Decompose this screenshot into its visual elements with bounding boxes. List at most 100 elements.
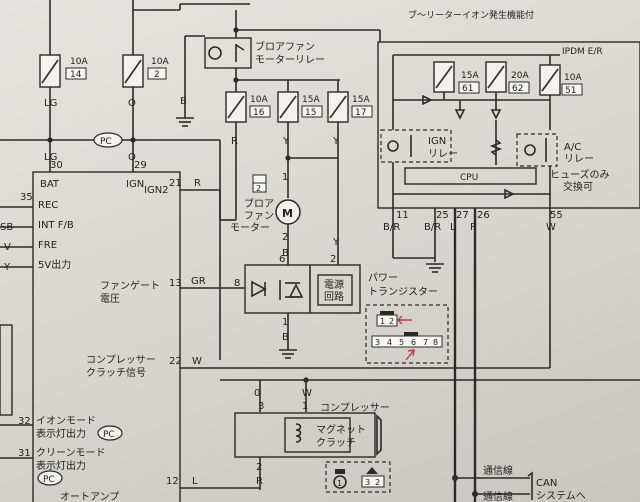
svg-text:R: R xyxy=(256,476,263,487)
svg-text:20A: 20A xyxy=(511,71,529,81)
svg-text:Y: Y xyxy=(282,136,290,147)
clutch-label-2: クラッチ xyxy=(316,437,356,449)
wire-label-o-2: O xyxy=(128,152,136,163)
comm-line-1: 通信線 xyxy=(483,464,513,477)
svg-text:Y: Y xyxy=(332,136,340,147)
transistor-label-1: パワー xyxy=(368,272,398,284)
label-clean-2: 表示灯出力 xyxy=(36,459,86,472)
svg-text:W: W xyxy=(302,388,312,399)
can-label-2: システムへ xyxy=(536,490,586,502)
svg-text:3: 3 xyxy=(258,401,264,412)
pin-13: 13 xyxy=(169,278,182,289)
svg-text:15A: 15A xyxy=(302,95,320,105)
svg-text:P: P xyxy=(470,222,476,233)
label-ign: IGN xyxy=(126,179,144,190)
svg-text:5: 5 xyxy=(399,338,404,347)
fuse-61-num: 61 xyxy=(462,84,473,94)
label-intfb: INT F/B xyxy=(38,220,74,231)
svg-text:1: 1 xyxy=(337,479,342,488)
svg-text:2: 2 xyxy=(282,232,288,243)
svg-text:8: 8 xyxy=(433,338,438,347)
ipdm-pin-26: 26 xyxy=(477,210,490,221)
svg-text:8: 8 xyxy=(234,278,240,289)
header-fragment: ブ〜リーターイオン発生機能付 xyxy=(408,9,534,21)
power-transistor-module xyxy=(244,264,361,314)
svg-text:PC: PC xyxy=(103,430,115,440)
fuse-2-amp: 10A xyxy=(151,57,169,67)
svg-text:3: 3 xyxy=(375,338,380,347)
wire-label-r: R xyxy=(231,136,238,147)
pin-21: 21 xyxy=(169,178,182,189)
pin-32: 32 xyxy=(18,416,31,427)
edge-sb: SB xyxy=(0,222,13,233)
clutch-label-1: マグネット xyxy=(316,423,366,436)
label-ign2: IGN2 xyxy=(144,185,169,196)
svg-text:1: 1 xyxy=(302,401,308,412)
motor-label-2: ファン xyxy=(244,211,274,222)
fuse-2-num: 2 xyxy=(154,70,160,80)
label-clean-1: クリーンモード xyxy=(36,447,106,459)
fuse-14-amp: 10A xyxy=(70,57,88,67)
power-circuit-1: 電源 xyxy=(324,278,344,291)
label-rec: REC xyxy=(38,200,58,211)
label-comp-1: コンプレッサー xyxy=(86,354,156,366)
fuse-note-1: ヒューズのみ xyxy=(550,168,610,181)
svg-text:W: W xyxy=(546,222,556,233)
label-ion-1: イオンモード xyxy=(36,415,96,427)
svg-text:1: 1 xyxy=(380,317,385,326)
edge-y: Y xyxy=(3,262,11,273)
ipdm-pin-25: 25 xyxy=(436,210,449,221)
svg-text:2: 2 xyxy=(389,317,394,326)
pin-29: 29 xyxy=(134,160,147,171)
pc-badge-text: PC xyxy=(100,137,112,147)
svg-text:0: 0 xyxy=(254,388,260,399)
fuse-17-num: 17 xyxy=(355,108,366,118)
fuse-16-num: 16 xyxy=(253,108,265,118)
svg-text:6: 6 xyxy=(411,338,416,347)
svg-text:B: B xyxy=(282,248,289,259)
svg-text:2: 2 xyxy=(256,462,262,473)
compressor-label: コンプレッサー xyxy=(320,402,390,414)
label-bat: BAT xyxy=(40,179,60,190)
compressor-connector xyxy=(325,461,391,493)
motor-label-1: ブロア xyxy=(244,197,274,210)
ipdm-pin-55: 55 xyxy=(550,210,563,221)
ipdm-box xyxy=(377,41,640,209)
label-fan-gate-2: 電圧 xyxy=(100,293,120,305)
motor-symbol: M xyxy=(282,207,293,220)
svg-text:1: 1 xyxy=(282,172,288,183)
svg-text:Y: Y xyxy=(332,237,340,248)
blower-relay-label-2: モーターリレー xyxy=(255,54,325,66)
svg-text:10A: 10A xyxy=(564,73,582,83)
svg-text:4: 4 xyxy=(387,338,392,347)
ign-relay xyxy=(380,129,452,163)
svg-text:1: 1 xyxy=(282,317,288,328)
fuse-note-2: 交換可 xyxy=(563,180,593,193)
cpu-label: CPU xyxy=(460,173,478,183)
svg-text:2: 2 xyxy=(375,478,380,487)
pin-12: 12 xyxy=(166,476,179,487)
label-ion-2: 表示灯出力 xyxy=(36,427,86,440)
wire-label-o: O xyxy=(128,98,136,109)
blower-relay xyxy=(204,37,252,69)
motor-label-3: モーター xyxy=(230,222,270,234)
svg-text:15A: 15A xyxy=(352,95,370,105)
wire-label-lg-2: LG xyxy=(44,152,57,163)
svg-text:2: 2 xyxy=(256,184,261,193)
label-5v: 5V出力 xyxy=(38,258,71,271)
fuse-51-num: 51 xyxy=(565,86,576,96)
svg-text:B: B xyxy=(282,332,289,343)
ac-relay-label-2: リレー xyxy=(564,154,594,165)
svg-text:10A: 10A xyxy=(250,95,268,105)
svg-text:2: 2 xyxy=(330,254,336,265)
auto-amp-label: オートアンプ xyxy=(60,491,119,502)
can-label-1: CAN xyxy=(536,478,557,489)
svg-text:L: L xyxy=(450,222,456,233)
wire-label-w: W xyxy=(192,356,202,367)
compressor-box xyxy=(234,412,376,458)
svg-text:7: 7 xyxy=(423,338,428,347)
wire-label-lg: LG xyxy=(44,98,57,109)
label-fre: FRE xyxy=(38,240,57,251)
